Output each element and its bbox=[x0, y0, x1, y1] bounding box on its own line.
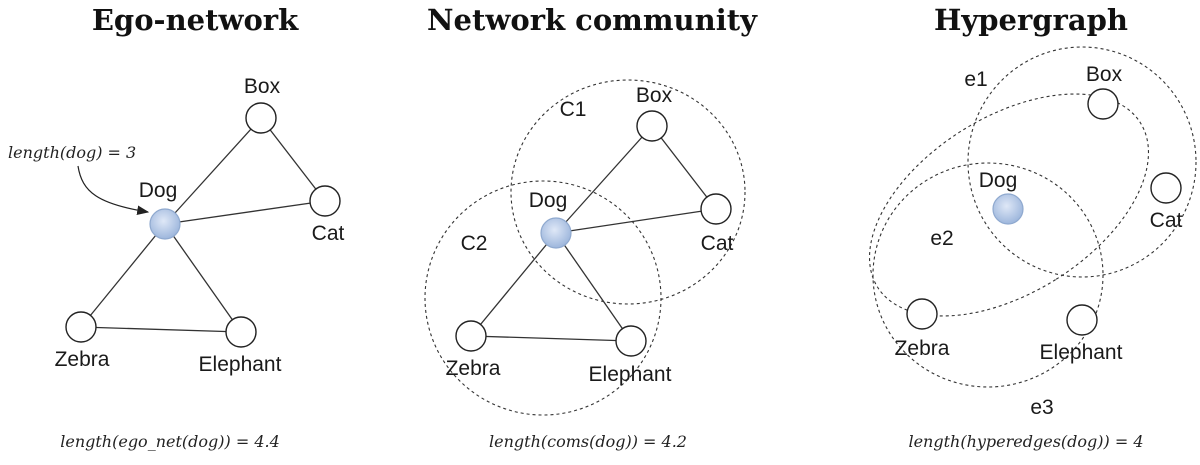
community-label-c2: C2 bbox=[461, 232, 488, 255]
node-zebra bbox=[455, 320, 487, 352]
node-label-box: Box bbox=[1086, 63, 1123, 86]
hyperedge-e1-boundary bbox=[967, 46, 1197, 278]
node-box bbox=[245, 102, 277, 134]
edge-box-cat bbox=[260, 117, 326, 202]
edge-dog-elephant bbox=[164, 223, 242, 333]
node-cat bbox=[309, 185, 341, 217]
panel-ego-network: Ego-network Box Dog Cat Zebra Elephant l… bbox=[8, 3, 345, 451]
node-label-cat: Cat bbox=[1150, 209, 1183, 232]
node-label-zebra: Zebra bbox=[895, 337, 950, 360]
node-dog-focus bbox=[992, 193, 1024, 225]
edge-dog-elephant bbox=[555, 232, 632, 342]
node-cat bbox=[1150, 172, 1182, 204]
edge-dog-box bbox=[555, 125, 653, 234]
node-label-elephant: Elephant bbox=[589, 363, 672, 386]
edge-dog-zebra bbox=[470, 232, 557, 337]
node-zebra bbox=[65, 311, 97, 343]
panel-network-community: Network community Box Dog Cat Zebra Elep… bbox=[424, 3, 758, 451]
hyperedge-e3-boundary bbox=[872, 162, 1104, 388]
node-cat bbox=[700, 193, 732, 225]
panel-caption: length(hyperedges(dog)) = 4 bbox=[908, 432, 1143, 451]
node-label-zebra: Zebra bbox=[55, 348, 110, 371]
node-elephant bbox=[1066, 304, 1098, 336]
node-label-zebra: Zebra bbox=[446, 357, 501, 380]
annotation-length-dog: length(dog) = 3 bbox=[8, 143, 136, 162]
node-label-box: Box bbox=[636, 84, 673, 107]
panel-title: Ego-network bbox=[92, 3, 299, 37]
edge-zebra-elephant bbox=[80, 326, 242, 333]
edge-dog-cat bbox=[164, 200, 326, 225]
node-label-cat: Cat bbox=[312, 222, 345, 245]
annotation-arrow bbox=[77, 165, 150, 216]
edge-zebra-elephant bbox=[470, 335, 632, 342]
node-label-cat: Cat bbox=[701, 232, 734, 255]
node-label-elephant: Elephant bbox=[1040, 341, 1123, 364]
edge-dog-box bbox=[164, 117, 262, 225]
hyperedge-label-e1: e1 bbox=[964, 68, 987, 91]
node-label-dog: Dog bbox=[529, 189, 568, 212]
panel-caption: length(coms(dog)) = 4.2 bbox=[489, 432, 687, 451]
node-dog-focus bbox=[149, 208, 181, 240]
community-c1-boundary bbox=[510, 79, 746, 305]
node-label-elephant: Elephant bbox=[199, 353, 282, 376]
node-label-box: Box bbox=[244, 75, 281, 98]
node-label-dog: Dog bbox=[979, 169, 1018, 192]
panel-title: Hypergraph bbox=[934, 3, 1128, 37]
node-elephant bbox=[225, 316, 257, 348]
panel-title: Network community bbox=[427, 3, 758, 37]
panel-hypergraph: Hypergraph Box Dog Cat Zebra Elephant e1… bbox=[868, 3, 1197, 451]
hyperedge-label-e3: e3 bbox=[1030, 396, 1053, 419]
edge-box-cat bbox=[651, 125, 717, 210]
node-box bbox=[636, 110, 668, 142]
edge-dog-cat bbox=[555, 208, 717, 234]
node-label-dog: Dog bbox=[139, 179, 178, 202]
panel-caption: length(ego_net(dog)) = 4.4 bbox=[60, 432, 280, 451]
edge-dog-zebra bbox=[80, 223, 166, 328]
node-zebra bbox=[906, 298, 938, 330]
hyperedge-label-e2: e2 bbox=[930, 227, 953, 250]
node-dog-focus bbox=[540, 217, 572, 249]
node-elephant bbox=[615, 325, 647, 357]
node-box bbox=[1087, 88, 1119, 120]
community-c2-boundary bbox=[424, 180, 662, 416]
community-label-c1: C1 bbox=[560, 98, 587, 121]
